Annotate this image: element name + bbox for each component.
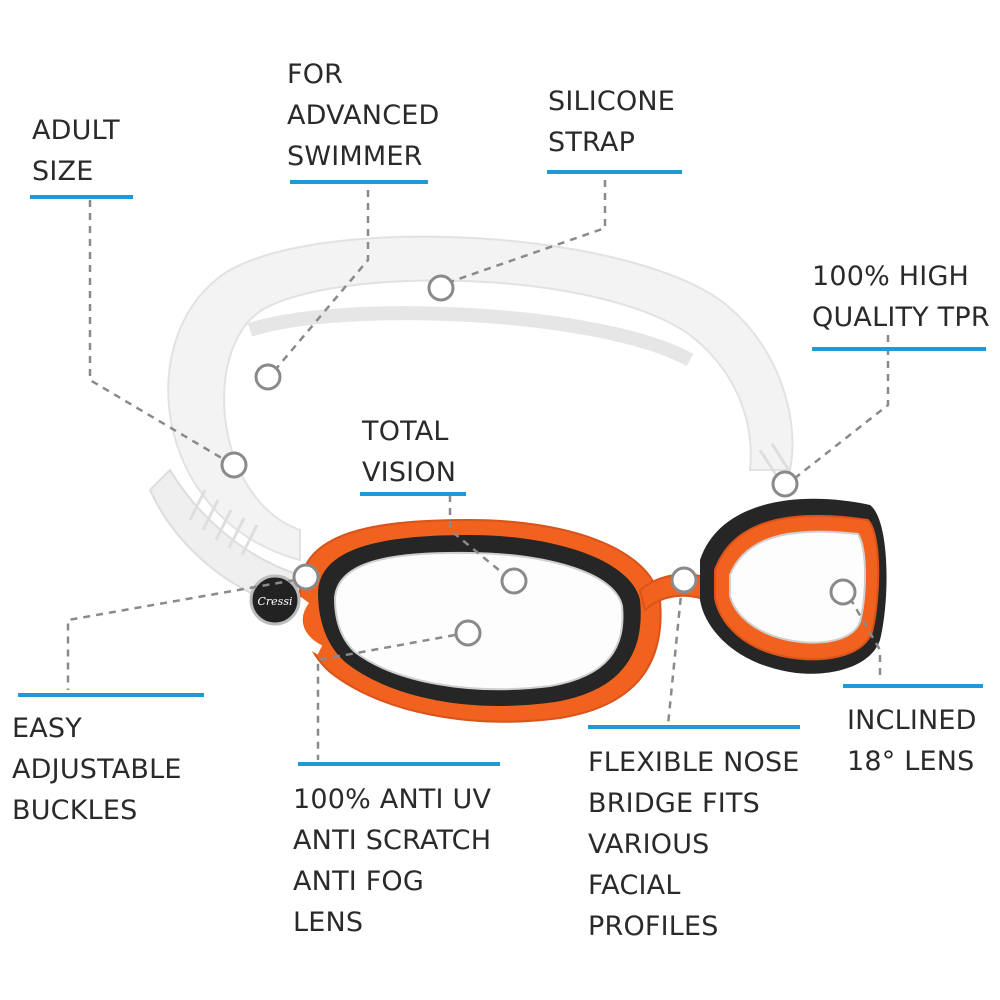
right-lens-frame	[700, 498, 887, 674]
callout-line: EASY	[12, 713, 82, 744]
callout-rule	[30, 195, 133, 199]
callout-rule	[360, 492, 466, 496]
marker-advanced-swimmer	[254, 363, 282, 391]
callout-line: BUCKLES	[12, 795, 138, 826]
callout-line: 18° LENS	[847, 746, 975, 777]
callout-line: TOTAL	[362, 416, 449, 447]
marker-inclined-lens	[829, 578, 857, 606]
callout-line: BRIDGE FITS	[588, 788, 760, 819]
brand-logo: Cressi	[258, 595, 293, 608]
marker-tpr	[771, 470, 799, 498]
callout-line: SIZE	[32, 156, 94, 187]
callout-rule	[18, 693, 204, 697]
callout-line: SILICONE	[548, 86, 676, 117]
buckle-left: Cressi	[249, 574, 301, 626]
callout-nose-bridge: FLEXIBLE NOSE BRIDGE FITS VARIOUS FACIAL…	[588, 742, 800, 947]
left-lens-frame	[292, 518, 662, 723]
callout-tpr: 100% HIGH QUALITY TPR	[812, 256, 990, 338]
callout-line: 100% ANTI UV	[293, 784, 492, 815]
callout-total-vision: TOTAL VISION	[362, 411, 456, 493]
leader-lines	[66, 180, 890, 760]
callout-line: ADVANCED	[287, 100, 440, 131]
callout-line: VARIOUS	[588, 829, 710, 860]
marker-silicone-strap	[427, 274, 455, 302]
callout-line: FLEXIBLE NOSE	[588, 747, 800, 778]
callout-advanced-swimmer: FOR ADVANCED SWIMMER	[287, 54, 440, 177]
callout-line: ADULT	[32, 115, 120, 146]
callout-line: LENS	[293, 907, 364, 938]
callout-line: 100% HIGH	[812, 261, 970, 292]
callout-inclined-lens: INCLINED 18° LENS	[847, 700, 977, 782]
callout-line: FOR	[287, 59, 344, 90]
callout-line: ANTI FOG	[293, 866, 425, 897]
marker-buckles	[292, 563, 320, 591]
callout-rule	[547, 170, 682, 174]
callout-line: PROFILES	[588, 911, 719, 942]
marker-adult-size	[220, 451, 248, 479]
callout-buckles: EASY ADJUSTABLE BUCKLES	[12, 708, 182, 831]
callout-line: QUALITY TPR	[812, 302, 990, 333]
marker-anti-uv	[454, 619, 482, 647]
callout-markers	[220, 274, 857, 647]
marker-nose-bridge	[670, 566, 698, 594]
callout-line: FACIAL	[588, 870, 681, 901]
callout-line: SWIMMER	[287, 141, 423, 172]
callout-anti-uv-lens: 100% ANTI UV ANTI SCRATCH ANTI FOG LENS	[293, 779, 491, 943]
callout-rule	[290, 180, 428, 184]
callout-rule	[812, 347, 986, 351]
marker-total-vision	[500, 567, 528, 595]
silicone-strap	[148, 235, 794, 612]
callout-adult-size: ADULT SIZE	[32, 110, 120, 192]
callout-line: INCLINED	[847, 705, 977, 736]
callout-rule	[588, 725, 800, 729]
callout-line: ANTI SCRATCH	[293, 825, 492, 856]
callout-line: ADJUSTABLE	[12, 754, 182, 785]
callout-rule	[298, 762, 500, 766]
callout-line: STRAP	[548, 127, 636, 158]
callout-rule	[843, 684, 983, 688]
callout-silicone-strap: SILICONE STRAP	[548, 81, 675, 163]
callout-line: VISION	[362, 457, 457, 488]
